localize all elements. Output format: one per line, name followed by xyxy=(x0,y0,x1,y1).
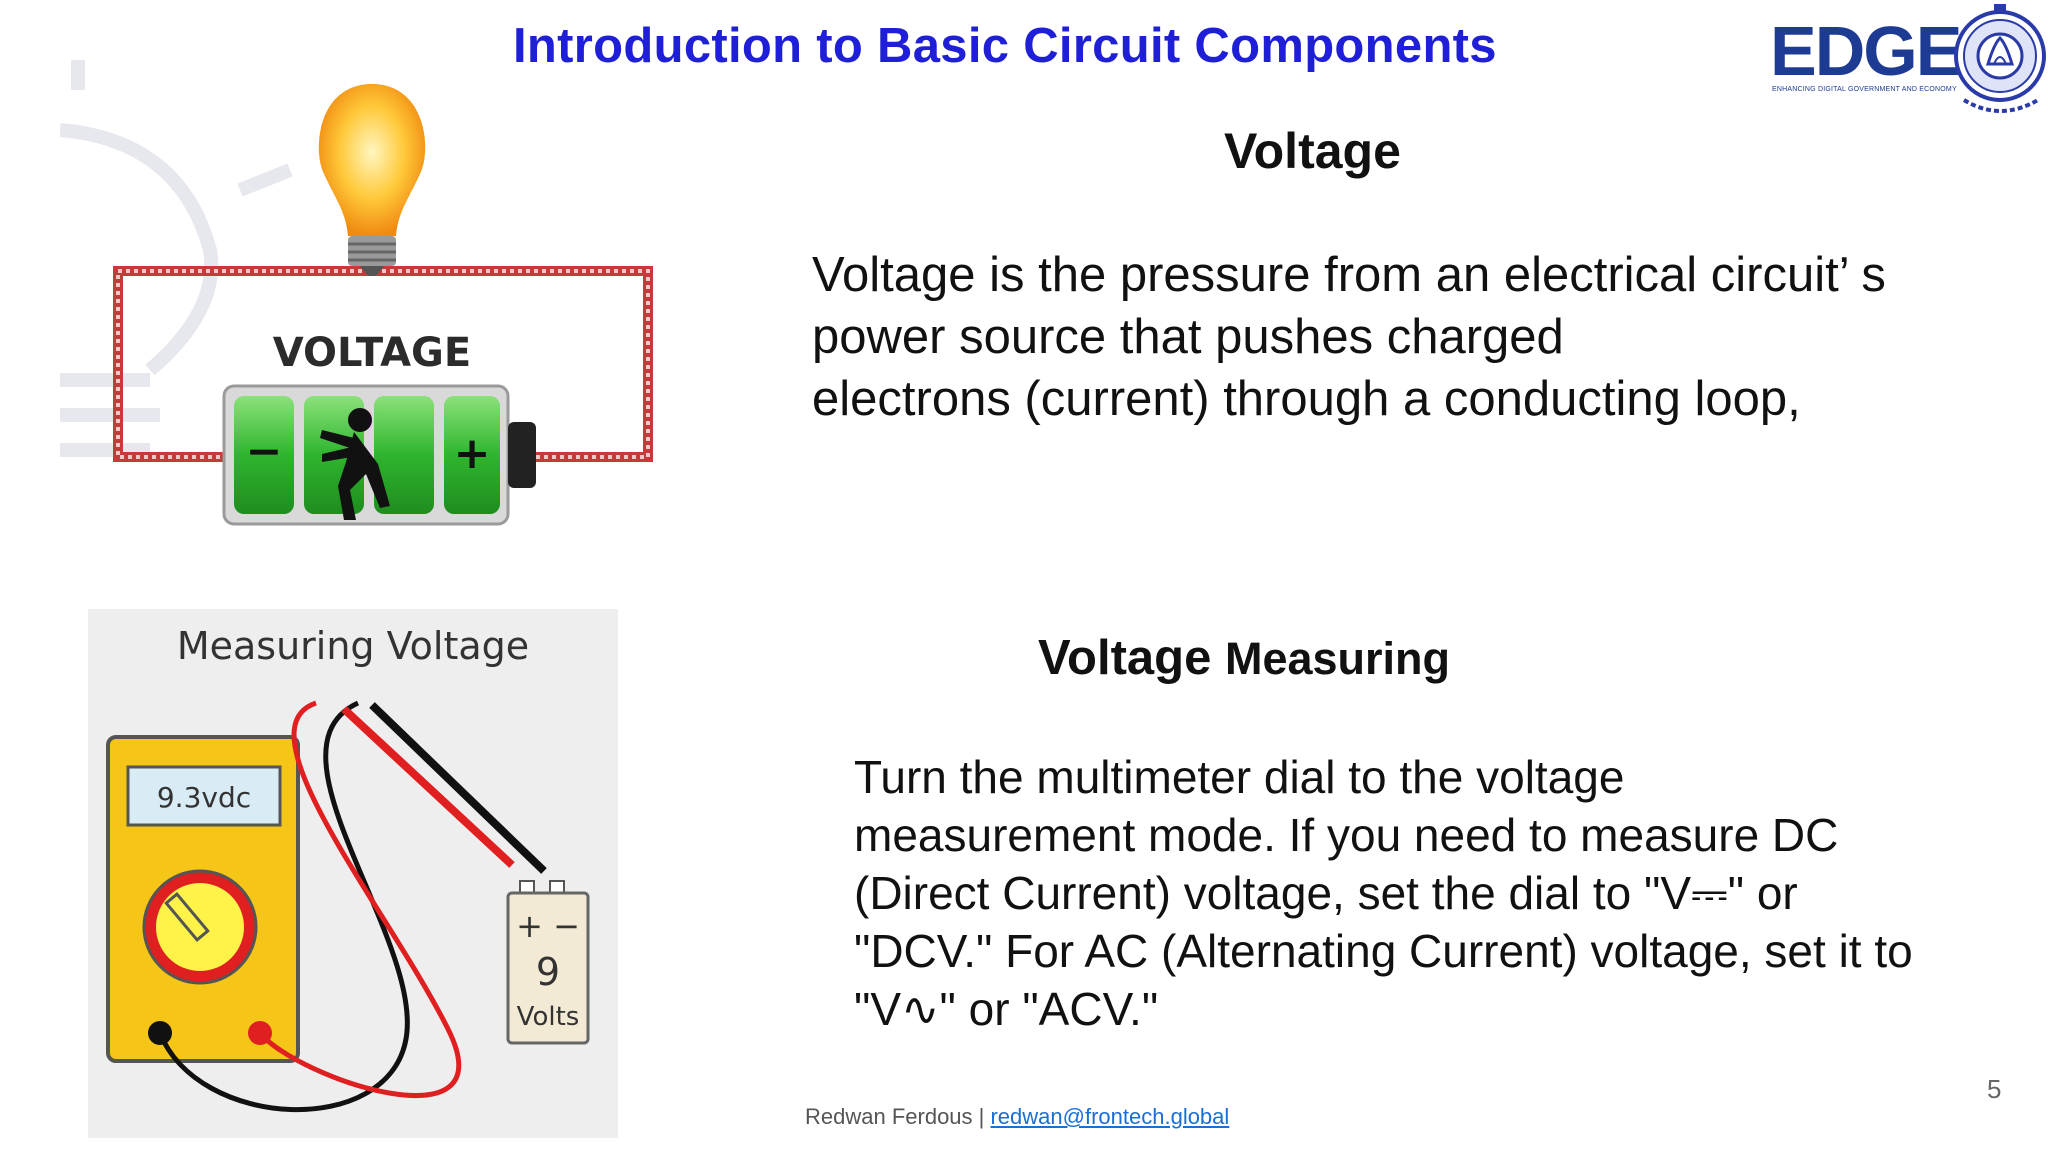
red-test-lead xyxy=(258,700,461,1098)
measuring-instructions: Turn the multimeter dial to the voltage … xyxy=(854,748,2014,1038)
university-seal-logo xyxy=(1954,4,2046,113)
battery-icon: − + xyxy=(222,384,536,526)
voltage-definition: Voltage is the pressure from an electric… xyxy=(812,244,2012,430)
voltage-definition-line: Voltage is the pressure from an electric… xyxy=(812,248,1886,302)
measuring-instructions-line: "V∿" or "ACV." xyxy=(854,983,1159,1035)
voltage-heading: Voltage xyxy=(1224,123,1401,179)
voltage-illustration: VOLTAGE − + xyxy=(60,60,653,526)
measuring-instructions-line: (Direct Current) voltage, set the dial t… xyxy=(854,867,1798,919)
pushing-person-icon xyxy=(320,408,390,520)
measuring-voltage-illustration: Measuring Voltage 9.3vdc + − 9 Volts xyxy=(88,609,618,1138)
voltage-definition-line: power source that pushes charged xyxy=(812,310,1564,364)
footer-credit: Redwan Ferdous | redwan@frontech.global xyxy=(805,1104,1229,1130)
voltage-definition-line: electrons (current) through a conducting… xyxy=(812,372,1801,426)
multimeter-display-reading: 9.3vdc xyxy=(157,781,251,814)
light-bulb-icon xyxy=(318,84,426,276)
nine-volt-battery-icon: + − 9 Volts xyxy=(506,880,590,1045)
voltage-measuring-heading: Voltage Measuring xyxy=(1038,630,1450,686)
wire-loop-pattern xyxy=(116,269,650,459)
battery-unit: Volts xyxy=(517,1002,580,1032)
page-number: 5 xyxy=(1987,1074,2002,1104)
edge-logo-tagline: ENHANCING DIGITAL GOVERNMENT AND ECONOMY xyxy=(1772,86,1957,93)
background-bulb-watermark xyxy=(60,60,293,457)
measuring-heading-main: Voltage xyxy=(1038,631,1212,685)
battery-terminals: + − xyxy=(516,907,580,945)
footer-email-link[interactable]: redwan@frontech.global xyxy=(990,1104,1230,1129)
battery-value: 9 xyxy=(536,950,560,994)
measuring-instructions-line: measurement mode. If you need to measure… xyxy=(854,809,1839,861)
black-test-lead xyxy=(157,700,410,1112)
multimeter-icon: 9.3vdc xyxy=(106,735,300,1063)
edge-logo: EDGE ENHANCING DIGITAL GOVERNMENT AND EC… xyxy=(1770,16,1962,100)
red-probe xyxy=(341,706,515,868)
measuring-instructions-line: Turn the multimeter dial to the voltage xyxy=(854,751,1625,803)
voltage-label: VOLTAGE xyxy=(273,330,471,376)
measuring-illustration-title: Measuring Voltage xyxy=(177,624,529,668)
edge-logo-word: EDGE xyxy=(1770,12,1962,90)
measuring-heading-small: Measuring xyxy=(1224,633,1451,684)
measuring-instructions-line: "DCV." For AC (Alternating Current) volt… xyxy=(854,925,1913,977)
battery-minus-sign: − xyxy=(246,426,283,477)
slide-title: Introduction to Basic Circuit Components xyxy=(513,19,1497,73)
footer-author: Redwan Ferdous | xyxy=(805,1104,991,1129)
black-probe xyxy=(369,702,547,874)
battery-plus-sign: + xyxy=(454,428,491,479)
